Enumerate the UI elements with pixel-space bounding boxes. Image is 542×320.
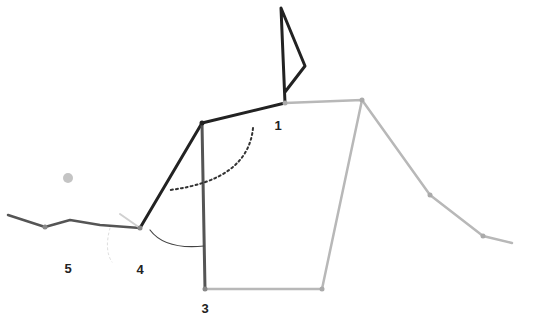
joint [43,225,48,230]
callout-number: 4 [136,263,143,276]
torso-arm [140,103,285,228]
joint [481,234,486,239]
joint [283,101,288,106]
joint [138,226,143,231]
joint [203,287,208,292]
grey-limb [205,100,362,289]
joint [200,121,205,126]
head [281,8,305,103]
joint [320,287,325,292]
joint [360,98,365,103]
faint-segment [120,214,140,228]
forearm [8,215,140,228]
callout-number: 1 [274,119,281,132]
callout-number: 5 [64,262,71,275]
angle-arc [150,230,204,247]
leg [202,123,205,289]
angle-arc [107,228,112,262]
angle-arc [170,128,253,190]
callout-number: 3 [201,302,208,315]
joint [428,193,433,198]
grey-limb [285,100,512,243]
marker-dot [63,173,73,183]
